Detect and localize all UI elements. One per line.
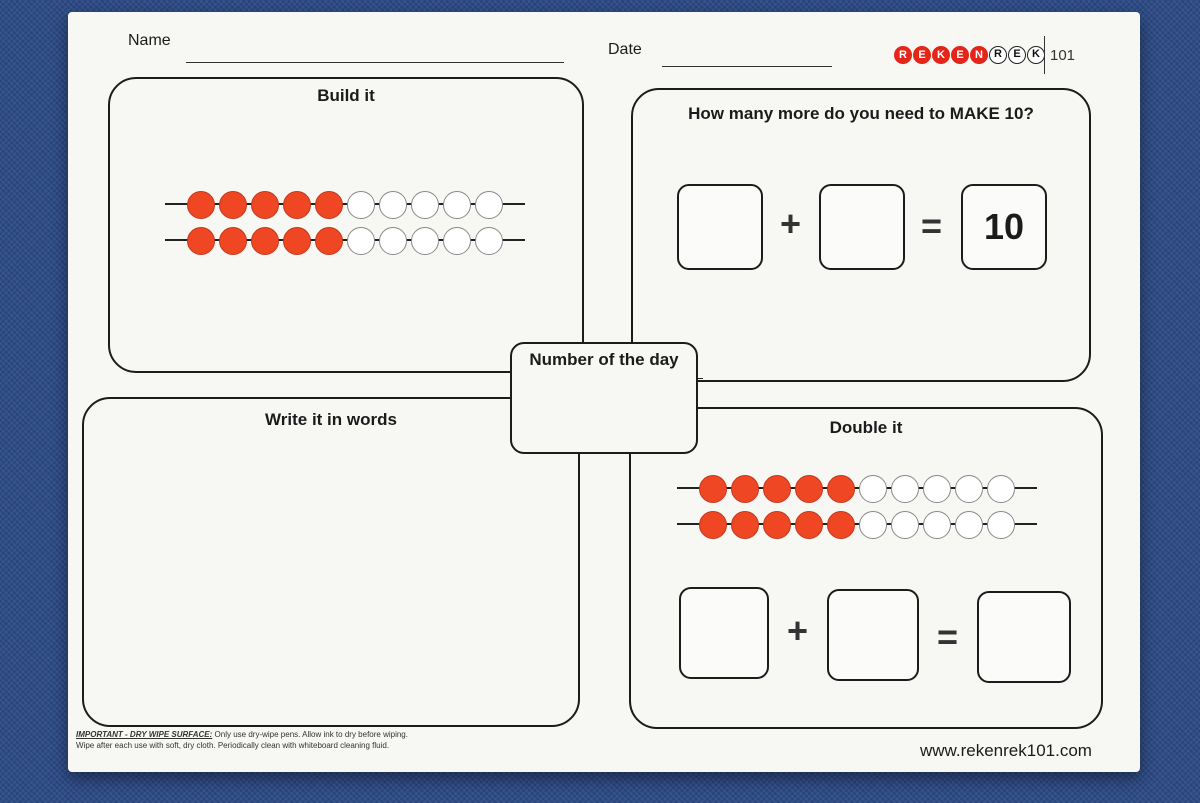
white-bead	[347, 227, 375, 255]
logo-letter: K	[1027, 46, 1045, 64]
red-bead	[219, 191, 247, 219]
date-label: Date	[608, 41, 642, 58]
red-bead	[315, 227, 343, 255]
white-bead	[923, 475, 951, 503]
white-bead	[987, 511, 1015, 539]
white-bead	[443, 191, 471, 219]
red-bead	[795, 475, 823, 503]
website-link[interactable]: www.rekenrek101.com	[920, 741, 1092, 760]
red-bead	[827, 511, 855, 539]
red-bead	[827, 475, 855, 503]
white-bead	[955, 511, 983, 539]
number-of-day-title: Number of the day	[529, 350, 679, 369]
equals-sign: =	[921, 205, 943, 246]
make-ten-addend-box-1[interactable]	[677, 184, 763, 270]
important-label: IMPORTANT - DRY WIPE SURFACE:	[76, 730, 213, 739]
white-bead	[411, 227, 439, 255]
logo-letter: K	[932, 46, 950, 64]
red-bead	[283, 227, 311, 255]
double-it-rod-wire	[677, 523, 1037, 525]
double-it-panel: Double it + =	[629, 407, 1103, 729]
double-it-rod-2	[677, 511, 1037, 539]
white-bead	[475, 227, 503, 255]
logo-letter: R	[989, 46, 1007, 64]
double-plus-sign: +	[787, 610, 809, 651]
white-bead	[859, 475, 887, 503]
notice-line-2: Wipe after each use with soft, dry cloth…	[76, 741, 390, 750]
white-bead	[411, 191, 439, 219]
red-bead	[763, 475, 791, 503]
logo-letter: E	[913, 46, 931, 64]
logo-letter: E	[1008, 46, 1026, 64]
white-bead	[859, 511, 887, 539]
red-bead	[763, 511, 791, 539]
name-line[interactable]	[186, 62, 564, 63]
plus-sign: +	[780, 203, 802, 244]
logo-suffix: 101	[1050, 47, 1076, 64]
white-bead	[923, 511, 951, 539]
white-bead	[443, 227, 471, 255]
make-ten-result: 10	[983, 206, 1025, 247]
make-ten-title: How many more do you need to MAKE 10?	[688, 104, 1034, 123]
build-it-rod-wire	[165, 239, 525, 241]
build-it-title: Build it	[317, 86, 375, 105]
make-ten-result-box: 10	[961, 184, 1047, 270]
red-bead	[251, 191, 279, 219]
red-bead	[187, 191, 215, 219]
red-bead	[251, 227, 279, 255]
white-bead	[379, 191, 407, 219]
dry-wipe-notice: IMPORTANT - DRY WIPE SURFACE: Only use d…	[76, 729, 636, 751]
double-it-rekenrek	[677, 475, 1057, 565]
double-it-rod-1	[677, 475, 1037, 503]
red-bead	[219, 227, 247, 255]
white-bead	[379, 227, 407, 255]
red-bead	[699, 511, 727, 539]
make-ten-addend-box-2[interactable]	[819, 184, 905, 270]
white-bead	[891, 475, 919, 503]
date-line[interactable]	[662, 66, 832, 67]
double-it-rod-wire	[677, 487, 1037, 489]
build-it-rod-1	[165, 191, 525, 219]
red-bead	[187, 227, 215, 255]
logo-letter: E	[951, 46, 969, 64]
double-it-title: Double it	[829, 418, 903, 437]
build-it-rod-wire	[165, 203, 525, 205]
white-bead	[891, 511, 919, 539]
write-words-panel[interactable]: Write it in words	[82, 397, 580, 727]
double-it-result-box[interactable]	[977, 591, 1071, 683]
double-it-addend-box-1[interactable]	[679, 587, 769, 679]
red-bead	[731, 475, 759, 503]
logo-letter: N	[970, 46, 988, 64]
red-bead	[283, 191, 311, 219]
red-bead	[315, 191, 343, 219]
red-bead	[731, 511, 759, 539]
red-bead	[795, 511, 823, 539]
logo-letter: R	[894, 46, 912, 64]
double-equals-sign: =	[937, 616, 959, 657]
double-it-addend-box-2[interactable]	[827, 589, 919, 681]
build-it-rod-2	[165, 227, 525, 255]
build-it-panel: Build it	[108, 77, 584, 373]
white-bead	[475, 191, 503, 219]
build-it-rekenrek	[165, 191, 537, 281]
white-bead	[347, 191, 375, 219]
logo-divider	[1044, 36, 1045, 74]
notice-line-1: Only use dry-wipe pens. Allow ink to dry…	[214, 730, 408, 739]
white-bead	[987, 475, 1015, 503]
red-bead	[699, 475, 727, 503]
white-bead	[955, 475, 983, 503]
name-label: Name	[128, 32, 171, 49]
make-ten-panel: How many more do you need to MAKE 10? + …	[631, 88, 1091, 382]
number-of-day-box[interactable]: Number of the day	[510, 342, 698, 454]
write-words-title: Write it in words	[265, 410, 397, 429]
